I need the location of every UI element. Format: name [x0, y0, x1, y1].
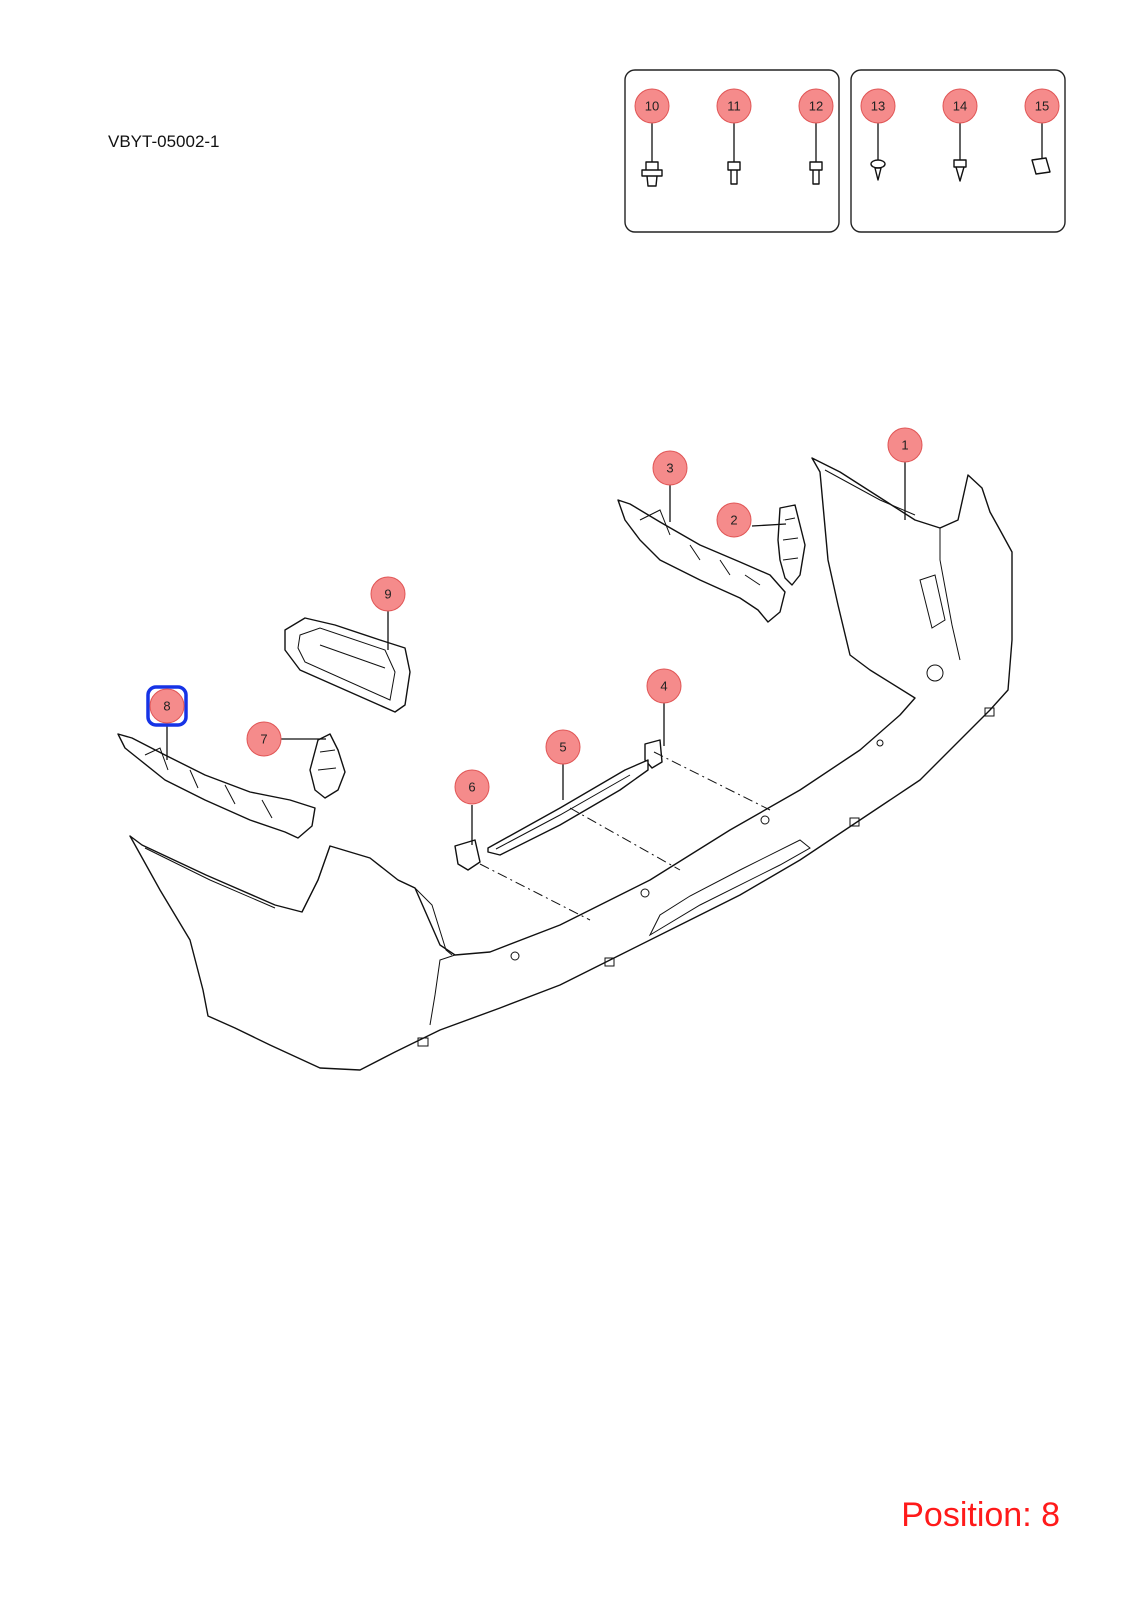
- callout-1[interactable]: 1: [887, 427, 923, 463]
- selected-callout-highlight: [146, 685, 188, 727]
- callout-circle[interactable]: [860, 88, 896, 124]
- callout-circle[interactable]: [887, 427, 923, 463]
- fastener-15: [1031, 120, 1051, 175]
- bracket-upper-right: [617, 499, 786, 623]
- bracket-left-side: [309, 733, 346, 799]
- clip-left: [454, 839, 481, 871]
- callout-circle[interactable]: [634, 88, 670, 124]
- callout-14[interactable]: 14: [942, 88, 978, 124]
- fastener-14: [953, 120, 967, 182]
- callout-10[interactable]: 10: [634, 88, 670, 124]
- fastener-12: [809, 120, 823, 185]
- position-label: Position: 8: [901, 1496, 1060, 1534]
- frame-housing: [284, 617, 411, 713]
- callout-9[interactable]: 9: [370, 576, 406, 612]
- callout-circle[interactable]: [798, 88, 834, 124]
- drawing-code: VBYT-05002-1: [108, 132, 220, 151]
- fastener-13: [870, 120, 886, 181]
- callout-circle[interactable]: [454, 769, 490, 805]
- fastener-box-right: [850, 69, 1066, 233]
- callout-15[interactable]: 15: [1024, 88, 1060, 124]
- callout-circle[interactable]: [149, 688, 185, 724]
- callout-circle[interactable]: [370, 576, 406, 612]
- reflector: [487, 759, 649, 856]
- callout-12[interactable]: 12: [798, 88, 834, 124]
- callout-4[interactable]: 4: [646, 668, 682, 704]
- callout-circle[interactable]: [1024, 88, 1060, 124]
- callout-circle[interactable]: [545, 729, 581, 765]
- callout-circle[interactable]: [942, 88, 978, 124]
- callout-11[interactable]: 11: [716, 88, 752, 124]
- callout-7[interactable]: 7: [246, 721, 282, 757]
- callout-6[interactable]: 6: [454, 769, 490, 805]
- callout-circle[interactable]: [246, 721, 282, 757]
- fastener-box-left: [624, 69, 840, 233]
- callout-13[interactable]: 13: [860, 88, 896, 124]
- bumper-cover: [129, 457, 1013, 1071]
- clip-right: [644, 739, 663, 769]
- callout-8[interactable]: 8: [146, 685, 188, 727]
- callout-2[interactable]: 2: [716, 502, 752, 538]
- fastener-11: [727, 120, 741, 185]
- callout-circle[interactable]: [716, 88, 752, 124]
- callout-3[interactable]: 3: [652, 450, 688, 486]
- callout-circle[interactable]: [652, 450, 688, 486]
- bracket-right-side: [777, 504, 806, 586]
- callout-5[interactable]: 5: [545, 729, 581, 765]
- fastener-10: [641, 120, 663, 187]
- callout-circle[interactable]: [646, 668, 682, 704]
- callout-circle[interactable]: [716, 502, 752, 538]
- bracket-upper-left: [117, 733, 316, 839]
